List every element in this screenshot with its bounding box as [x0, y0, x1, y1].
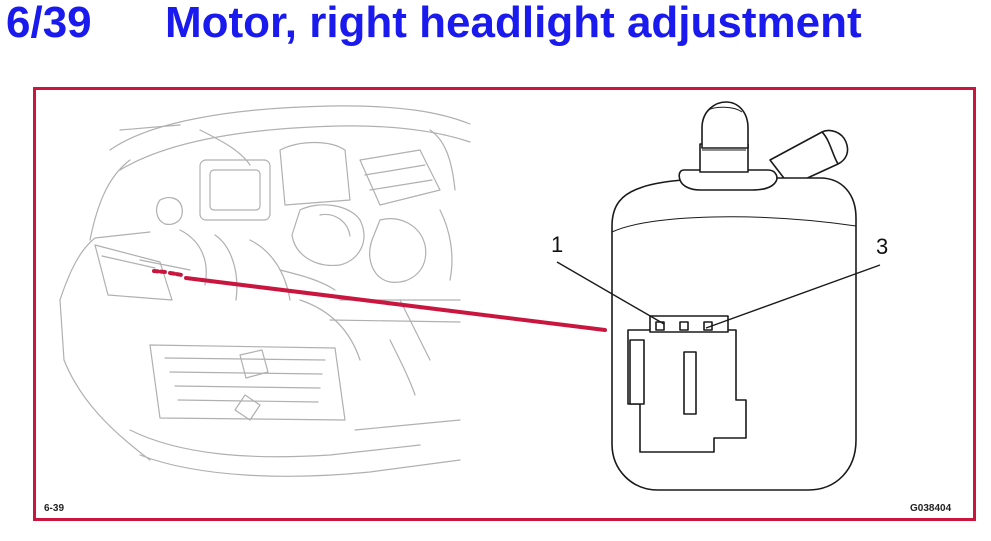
callout-3: 3 [876, 234, 889, 259]
callout-leaders [556, 261, 881, 329]
page-title: Motor, right headlight adjustment [165, 0, 862, 47]
engine-bay-illustration [59, 105, 471, 477]
page-number: 6/39 [6, 0, 92, 47]
figure-frame [33, 87, 976, 521]
figure-code-label: G038404 [910, 503, 952, 514]
headlight-motor [611, 101, 857, 491]
figure-reference-label: 6-39 [44, 503, 65, 514]
leader-line [152, 269, 607, 332]
callout-1: 1 [551, 232, 564, 257]
